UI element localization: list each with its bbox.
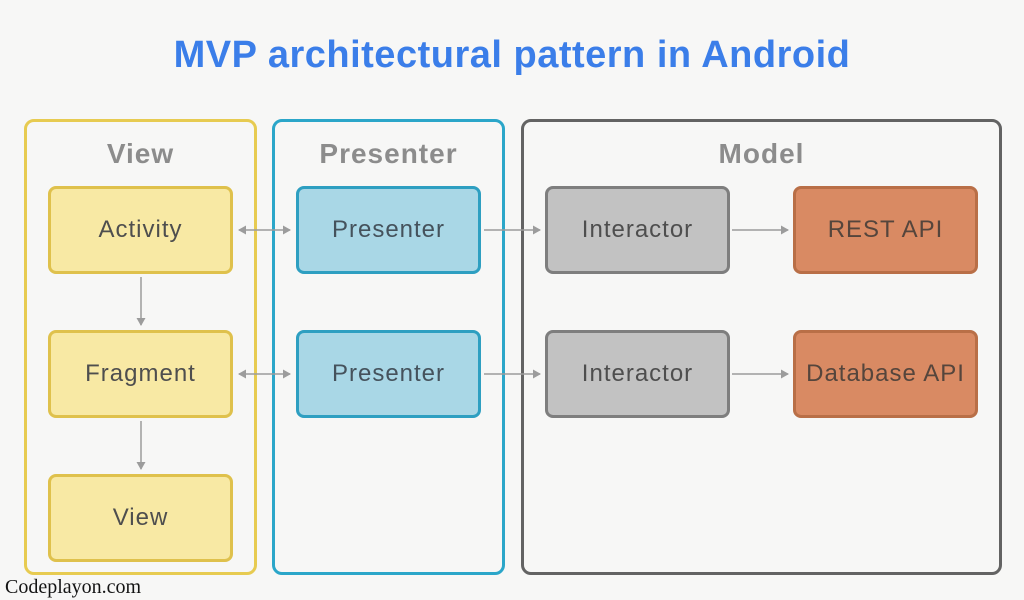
- presenter-container-header: Presenter: [319, 138, 458, 169]
- database-api-node: Database API: [793, 330, 978, 418]
- page-title: MVP architectural pattern in Android: [173, 34, 851, 76]
- presenter-top-node-label: Presenter: [331, 216, 446, 243]
- interactor-bottom-node-label: Interactor: [581, 360, 694, 387]
- rest-api-node: REST API: [793, 186, 978, 274]
- activity-node-label: Activity: [98, 216, 183, 243]
- interactor-top-node: Interactor: [545, 186, 730, 274]
- model-container: Model Interactor REST API Interactor Dat…: [521, 119, 1002, 575]
- presenter-bottom-node: Presenter: [296, 330, 481, 418]
- presenter-top-node: Presenter: [296, 186, 481, 274]
- view-node: View: [48, 474, 233, 562]
- watermark-codeplayon: Codeplayon.com: [5, 576, 142, 598]
- view-container: View Activity Fragment View: [24, 119, 257, 575]
- interactor-bottom-node: Interactor: [545, 330, 730, 418]
- model-container-header: Model: [718, 138, 805, 169]
- view-node-label: View: [112, 504, 169, 531]
- fragment-node: Fragment: [48, 330, 233, 418]
- activity-node: Activity: [48, 186, 233, 274]
- presenter-container: Presenter Presenter Presenter: [272, 119, 505, 575]
- presenter-bottom-node-label: Presenter: [331, 360, 446, 387]
- fragment-node-label: Fragment: [85, 360, 196, 387]
- database-api-node-label: Database API: [806, 360, 965, 387]
- view-container-header: View: [106, 138, 175, 169]
- interactor-top-node-label: Interactor: [581, 216, 694, 243]
- rest-api-node-label: REST API: [827, 216, 944, 243]
